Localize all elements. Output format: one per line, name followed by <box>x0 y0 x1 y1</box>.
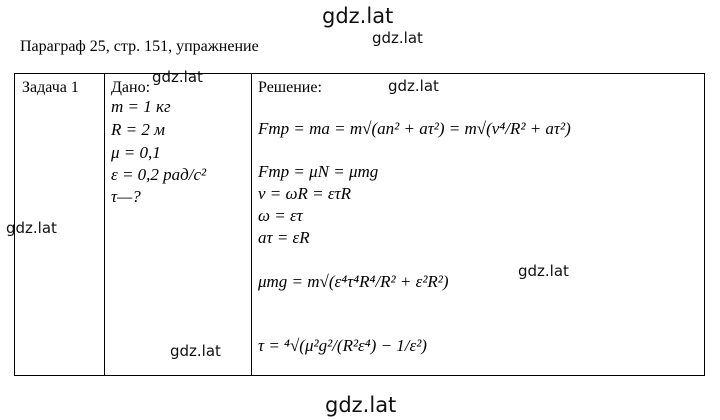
watermark: gdz.lat <box>388 77 439 95</box>
equation: Fтр = μN = μmg <box>258 162 379 181</box>
solution-table: Задача 1 Дано: m = 1 кг R = 2 м μ = 0,1 … <box>14 73 705 376</box>
given-line: ε = 0,2 рад/с² <box>111 165 207 184</box>
task-label: Задача 1 <box>22 79 79 96</box>
watermark: gdz.lat <box>322 4 394 28</box>
watermark: gdz.lat <box>170 342 221 360</box>
given-line: R = 2 м <box>111 120 165 139</box>
given-line: τ—? <box>111 187 141 206</box>
given-title: Дано: <box>111 79 151 96</box>
equation: aτ = εR <box>258 228 310 247</box>
equation: τ = ⁴√(μ²g²/(R²ε⁴) − 1/ε²) <box>258 336 427 355</box>
watermark: gdz.lat <box>6 219 57 237</box>
solution-title: Решение: <box>258 79 322 96</box>
equation: Fтр = ma = m√(an² + aτ²) = m√(v⁴/R² + aτ… <box>258 119 571 138</box>
column-divider <box>104 74 105 375</box>
page-heading: Параграф 25, стр. 151, упражнение <box>20 38 259 55</box>
column-divider <box>251 74 252 375</box>
watermark: gdz.lat <box>152 68 203 86</box>
equation: v = ωR = ετR <box>258 184 352 203</box>
given-line: μ = 0,1 <box>111 143 161 162</box>
watermark: gdz.lat <box>372 29 423 47</box>
watermark: gdz.lat <box>325 393 397 417</box>
given-line: m = 1 кг <box>111 97 171 116</box>
equation: μmg = m√(ε⁴τ⁴R⁴/R² + ε²R²) <box>258 272 449 291</box>
equation: ω = ετ <box>258 206 303 225</box>
watermark: gdz.lat <box>518 262 569 280</box>
